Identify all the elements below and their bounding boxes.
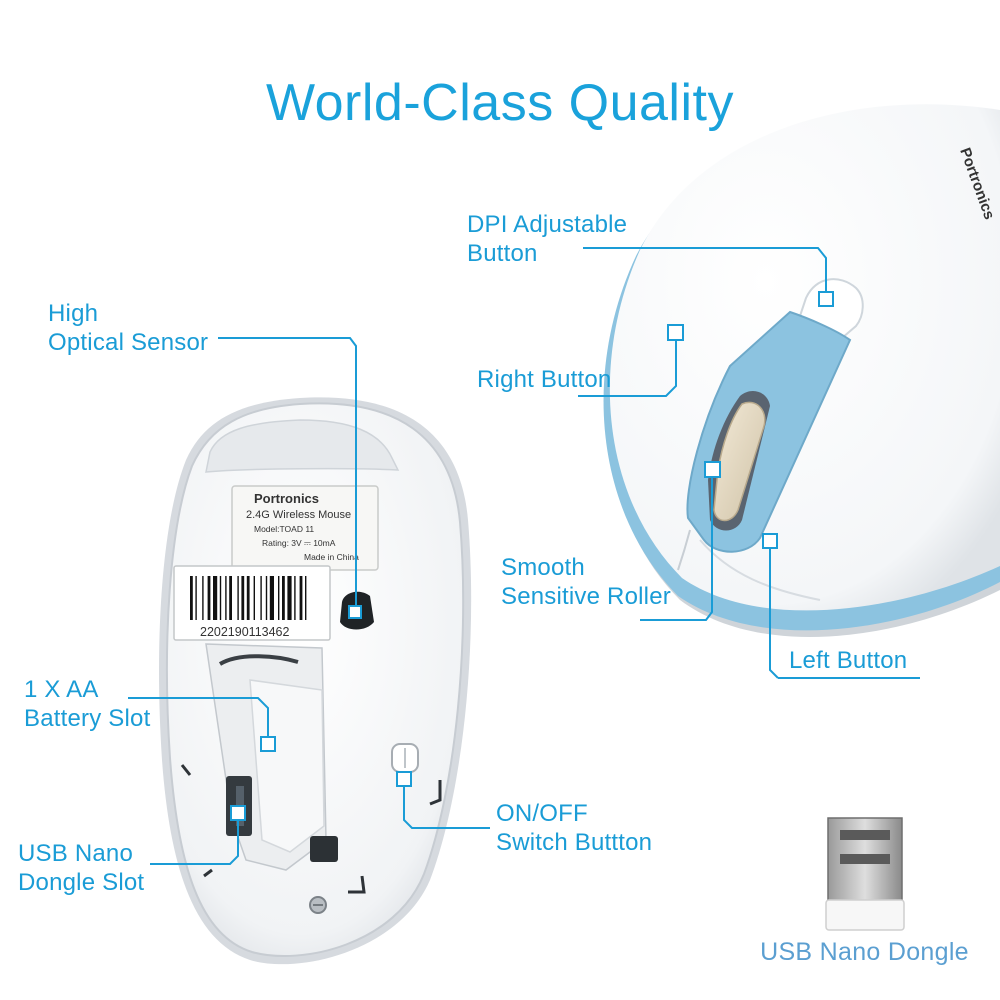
callout-battery-slot: 1 X AA Battery Slot (24, 676, 151, 732)
barcode-bar (282, 576, 285, 620)
barcode-bar (237, 576, 239, 620)
barcode-bar (278, 576, 280, 620)
barcode-bar (269, 576, 274, 620)
barcode-bar (241, 576, 245, 620)
barcode-bar (202, 576, 204, 620)
barcode-label: 2202190113462 (173, 565, 331, 641)
barcode-bar (207, 576, 211, 620)
callout-lines (128, 247, 920, 865)
barcode-bar (213, 576, 218, 620)
battery-cover (249, 679, 325, 853)
mouse-bottom-view: Portronics 2.4G Wireless Mouse Model:TOA… (159, 397, 472, 965)
sticker-brand: Portronics (254, 491, 319, 506)
barcode-bar (287, 576, 292, 620)
barcode (190, 576, 307, 620)
barcode-bar (253, 576, 255, 620)
barcode-bar (294, 576, 296, 620)
callout-optical-sensor: High Optical Sensor (48, 300, 209, 356)
barcode-bar (299, 576, 303, 620)
callout-dongle-slot: USB Nano Dongle Slot (18, 840, 145, 896)
scroll-wheel[interactable] (713, 401, 766, 522)
barcode-bar (229, 576, 232, 620)
dongle-caption: USB Nano Dongle (760, 938, 969, 966)
barcode-bar (219, 576, 222, 620)
barcode-bar (190, 576, 193, 620)
callout-left-button: Left Button (789, 647, 908, 674)
callout-power-switch: ON/OFF Switch Buttton (496, 800, 653, 856)
page-title: World-Class Quality (266, 73, 734, 132)
sticker-rating: Rating: 3V ⎓ 10mA (262, 538, 336, 548)
barcode-bar (246, 576, 250, 620)
barcode-serial: 2202190113462 (200, 625, 289, 639)
sticker-model: Model:TOAD 11 (254, 524, 314, 534)
usb-dongle (825, 817, 905, 931)
callout-roller: Smooth Sensitive Roller (501, 554, 671, 610)
barcode-bar (195, 576, 197, 620)
callout-right-button: Right Button (477, 366, 612, 393)
barcode-bar (225, 576, 227, 620)
barcode-bar (305, 576, 307, 620)
product-sticker: Portronics 2.4G Wireless Mouse Model:TOA… (231, 485, 379, 571)
mouse-top-view: Portronics (603, 104, 1000, 638)
barcode-bar (260, 576, 262, 620)
sticker-product: 2.4G Wireless Mouse (246, 509, 351, 521)
sticker-origin: Made in China (304, 552, 359, 562)
barcode-bar (265, 576, 268, 620)
callout-dpi-button: DPI Adjustable Button (467, 211, 628, 267)
